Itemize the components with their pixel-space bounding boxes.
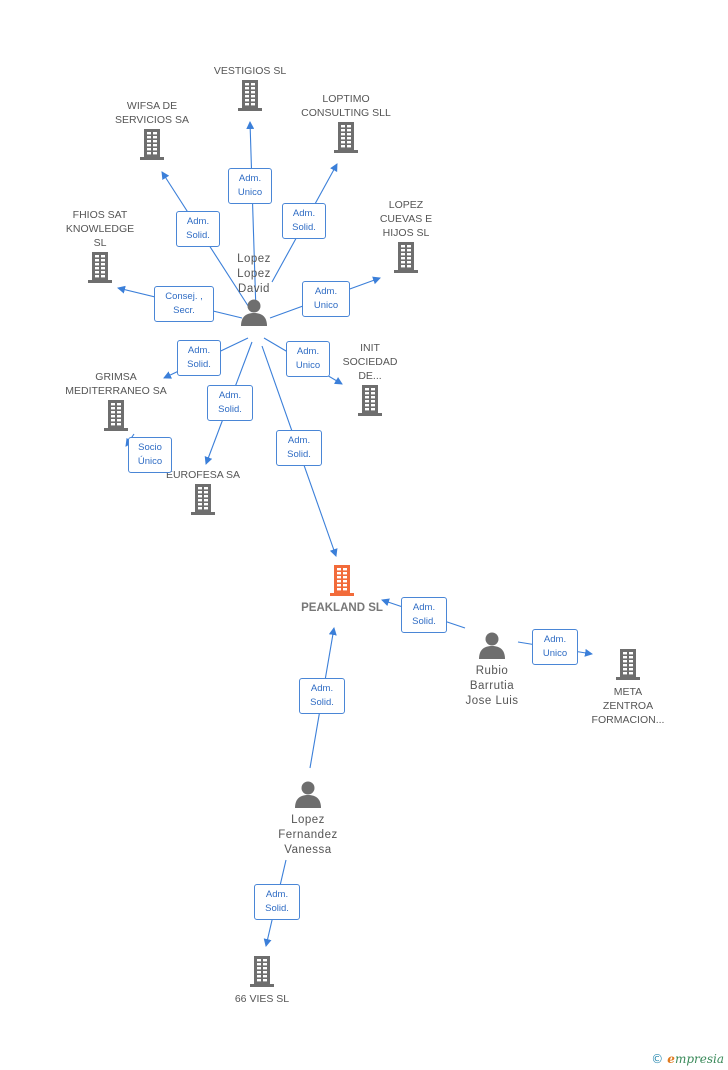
company-meta-zentroa[interactable]: META ZENTROA FORMACION... <box>578 647 678 727</box>
building-icon <box>154 482 252 516</box>
person-label: Rubio Barrutia Jose Luis <box>465 665 519 707</box>
relation-badge-r1[interactable]: Adm. Unico <box>228 168 272 204</box>
edge-1 <box>246 121 257 313</box>
relation-badge-r12[interactable]: Adm. Unico <box>532 629 578 665</box>
relation-badge-r13[interactable]: Adm. Solid. <box>299 678 345 714</box>
building-icon <box>330 383 410 417</box>
person-icon <box>214 297 294 327</box>
empresia-logo[interactable]: ©empresia <box>651 1052 724 1066</box>
relation-badge-r6[interactable]: Adm. Unico <box>286 341 330 377</box>
company-label: EUROFESA SA <box>165 469 241 481</box>
relation-badge-r5[interactable]: Adm. Unico <box>302 281 350 317</box>
person-icon <box>452 630 532 660</box>
company-label: WIFSA DE SERVICIOS SA <box>115 100 189 126</box>
brand-initial: e <box>667 1052 675 1066</box>
building-icon <box>290 120 402 154</box>
company-init[interactable]: INIT SOCIEDAD DE... <box>330 341 410 417</box>
company-label: VESTIGIOS SL <box>213 65 287 77</box>
company-wifsa[interactable]: WIFSA DE SERVICIOS SA <box>102 99 202 161</box>
company-loptimo[interactable]: LOPTIMO CONSULTING SLL <box>290 92 402 154</box>
building-icon <box>102 127 202 161</box>
company-label: LOPEZ CUEVAS E HIJOS SL <box>379 199 433 239</box>
company-label: INIT SOCIEDAD DE... <box>342 342 398 382</box>
person-icon <box>262 779 354 809</box>
company-eurofesa[interactable]: EUROFESA SA <box>154 468 252 516</box>
building-icon <box>198 78 302 112</box>
company-label: FHIOS SAT KNOWLEDGE SL <box>65 209 135 249</box>
company-label: 66 VIES SL <box>234 993 290 1005</box>
building-icon <box>54 250 146 284</box>
relation-badge-r14[interactable]: Adm. Solid. <box>254 884 300 920</box>
company-label: LOPTIMO CONSULTING SLL <box>301 93 391 119</box>
building-icon <box>214 954 310 988</box>
person-label: Lopez Lopez David <box>237 253 271 295</box>
building-icon <box>54 398 178 432</box>
brand-name: mpresia <box>674 1052 724 1066</box>
relation-badge-r11[interactable]: Adm. Solid. <box>401 597 447 633</box>
company-vestigios[interactable]: VESTIGIOS SL <box>198 64 302 112</box>
company-label: GRIMSA MEDITERRANEO SA <box>65 371 167 397</box>
building-icon <box>578 647 678 681</box>
person-label: Lopez Fernandez Vanessa <box>278 814 338 856</box>
relation-badge-r4[interactable]: Consej. , Secr. <box>154 286 214 322</box>
relation-badge-r7[interactable]: Adm. Solid. <box>177 340 221 376</box>
company-66-vies[interactable]: 66 VIES SL <box>214 954 310 1006</box>
company-label: META ZENTROA FORMACION... <box>591 686 665 726</box>
copyright-symbol: © <box>651 1052 664 1066</box>
company-label: PEAKLAND SL <box>301 602 383 614</box>
relation-badge-r3[interactable]: Adm. Solid. <box>176 211 220 247</box>
relation-badge-r9[interactable]: Adm. Solid. <box>207 385 253 421</box>
company-lopez-cuevas[interactable]: LOPEZ CUEVAS E HIJOS SL <box>362 198 450 274</box>
relation-badge-r8[interactable]: Socio Único <box>128 437 172 473</box>
building-icon <box>362 240 450 274</box>
person-lopez-fernandez-vanessa[interactable]: Lopez Fernandez Vanessa <box>262 779 354 858</box>
relation-badge-r2[interactable]: Adm. Solid. <box>282 203 326 239</box>
relation-badge-r10[interactable]: Adm. Solid. <box>276 430 322 466</box>
company-peakland-main[interactable]: PEAKLAND SL <box>290 563 394 615</box>
person-rubio-barrutia[interactable]: Rubio Barrutia Jose Luis <box>452 630 532 709</box>
building-icon <box>290 563 394 597</box>
company-fhios[interactable]: FHIOS SAT KNOWLEDGE SL <box>54 208 146 284</box>
company-grimsa[interactable]: GRIMSA MEDITERRANEO SA <box>54 370 178 432</box>
person-lopez-lopez-david[interactable]: Lopez Lopez David <box>214 252 294 327</box>
